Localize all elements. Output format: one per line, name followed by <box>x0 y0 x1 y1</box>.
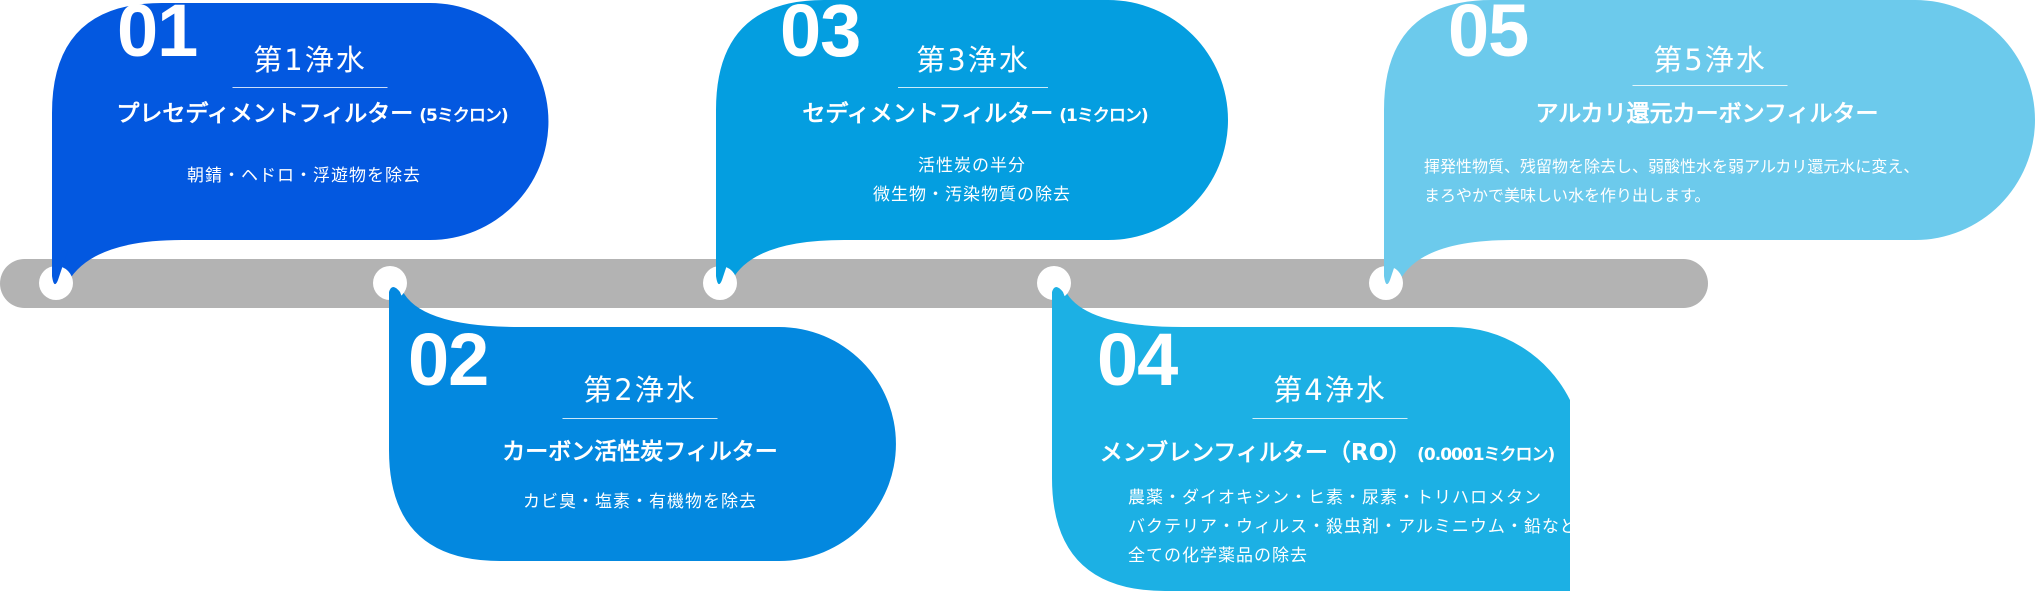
description-line: 全ての化学薬品の除去 <box>1128 546 1308 566</box>
step-3-bubble <box>716 0 1228 286</box>
description-line: 揮発性物質、残留物を除去し、弱酸性水を弱アルカリ還元水に変え、 <box>1424 157 1920 176</box>
step-description: 農薬・ダイオキシン・ヒ素・尿素・トリハロメタン バクテリア・ウィルス・殺虫剤・ア… <box>1128 484 1578 571</box>
title-divider <box>898 87 1048 88</box>
step-2-bubble <box>389 285 896 561</box>
description-line: 活性炭の半分 <box>918 156 1026 176</box>
title-divider <box>562 418 718 419</box>
step-description: カビ臭・塩素・有機物を除去 <box>523 488 757 517</box>
step-subtitle: アルカリ還元カーボンフィルター <box>1536 103 1879 126</box>
step-title: 第2浄水 <box>583 373 697 407</box>
filter-name: プレセディメントフィルター <box>116 101 414 127</box>
step-subtitle: セディメントフィルター(1ミクロン) <box>802 101 1148 127</box>
description-line: 朝錆・ヘドロ・浮遊物を除去 <box>187 166 421 186</box>
filter-micron: (5ミクロン) <box>419 106 508 126</box>
step-number: 04 <box>1097 318 1178 401</box>
title-divider <box>1632 85 1788 86</box>
step-description: 揮発性物質、残留物を除去し、弱酸性水を弱アルカリ還元水に変え、 まろやかで美味し… <box>1424 152 1919 210</box>
step-title: 第3浄水 <box>916 43 1030 77</box>
step-subtitle: カーボン活性炭フィルター <box>502 441 778 464</box>
step-subtitle: プレセディメントフィルター(5ミクロン) <box>116 101 508 127</box>
step-title: 第5浄水 <box>1653 43 1767 77</box>
step-number: 05 <box>1448 0 1529 72</box>
description-line: バクテリア・ウィルス・殺虫剤・アルミニウム・鉛など <box>1128 517 1578 537</box>
filter-micron: (0.0001ミクロン) <box>1417 445 1555 465</box>
step-subtitle: メンブレンフィルター（RO）(0.0001ミクロン) <box>1099 440 1556 466</box>
description-line: 農薬・ダイオキシン・ヒ素・尿素・トリハロメタン <box>1128 488 1542 508</box>
step-title: 第1浄水 <box>253 43 367 77</box>
filter-name: セディメントフィルター <box>802 101 1054 127</box>
title-divider <box>232 87 388 88</box>
step-number: 03 <box>780 0 861 72</box>
filter-name: メンブレンフィルター（RO） <box>1099 440 1412 466</box>
filter-name: アルカリ還元カーボンフィルター <box>1535 101 1879 127</box>
description-line: 微生物・汚染物質の除去 <box>873 185 1071 205</box>
step-description: 活性炭の半分 微生物・汚染物質の除去 <box>873 152 1071 210</box>
title-divider <box>1252 418 1408 419</box>
step-number: 01 <box>117 0 198 72</box>
timeline-nodes <box>39 266 1403 300</box>
step-description: 朝錆・ヘドロ・浮遊物を除去 <box>187 162 421 191</box>
step-title: 第4浄水 <box>1273 373 1387 407</box>
filter-name: カーボン活性炭フィルター <box>502 439 778 465</box>
step-number: 02 <box>408 318 489 401</box>
filter-micron: (1ミクロン) <box>1059 106 1148 126</box>
step-5-bubble <box>1384 0 2035 286</box>
step-4-bubble <box>1052 285 1570 591</box>
description-line: カビ臭・塩素・有機物を除去 <box>523 492 757 512</box>
step-1-bubble <box>52 3 549 287</box>
timeline-bar <box>0 259 1708 308</box>
description-line: まろやかで美味しい水を作り出します。 <box>1424 186 1711 205</box>
